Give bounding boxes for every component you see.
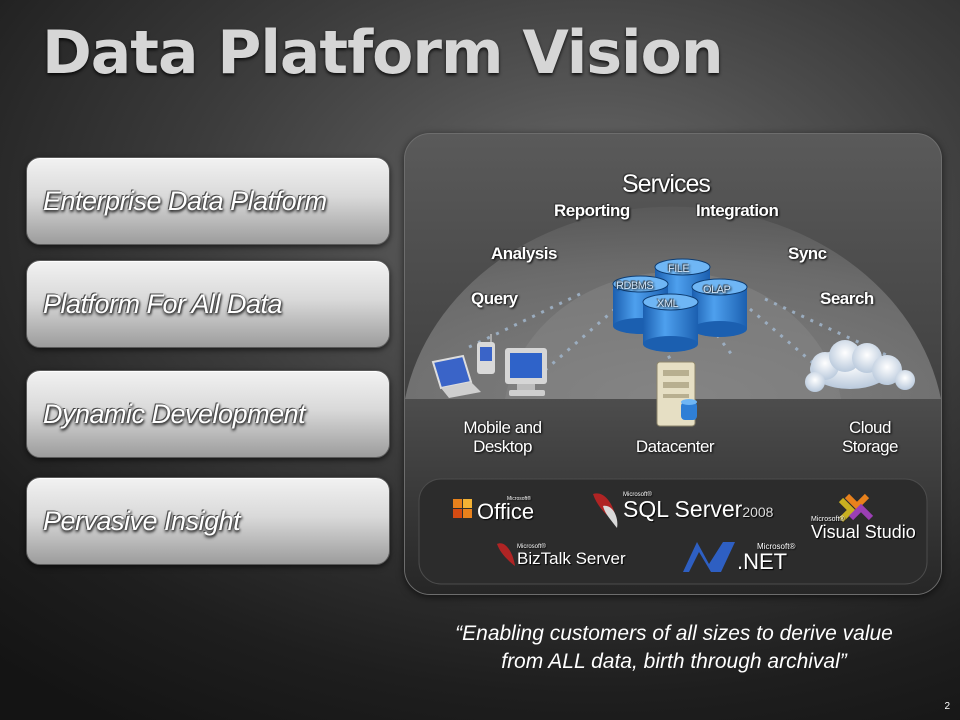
db-label-xml: XML bbox=[657, 298, 679, 310]
sql-server-logo-icon bbox=[593, 493, 618, 528]
connector-lines bbox=[464, 292, 896, 381]
desktop-computer-icon bbox=[505, 348, 547, 396]
db-label-rdbms: RDBMS bbox=[616, 280, 654, 292]
dotnet-logo-name: .NET bbox=[737, 549, 788, 574]
service-analysis: Analysis bbox=[491, 244, 557, 263]
service-reporting: Reporting bbox=[554, 201, 630, 220]
dotnet-logo: Microsoft® .NET bbox=[737, 542, 795, 575]
service-integration: Integration bbox=[696, 201, 779, 220]
office-logo-name: Office bbox=[477, 499, 535, 524]
pillar-enterprise-data-platform: Enterprise Data Platform bbox=[26, 157, 390, 245]
data-platform-diagram: Services Reporting Integration Analysis … bbox=[404, 133, 942, 595]
office-logo: Microsoft® Office bbox=[477, 496, 534, 525]
services-title: Services bbox=[622, 170, 711, 198]
location-cloud-storage: Cloud Storage bbox=[825, 418, 915, 456]
pillar-dynamic-development: Dynamic Development bbox=[26, 370, 390, 458]
pillar-label: Dynamic Development bbox=[43, 398, 306, 429]
vs-logo-name: Visual Studio bbox=[811, 522, 916, 542]
office-logo-icon bbox=[453, 499, 472, 518]
location-cloud-line2: Storage bbox=[841, 437, 899, 456]
pillar-label: Platform For All Data bbox=[43, 288, 283, 319]
biztalk-logo-name: BizTalk Server bbox=[517, 549, 626, 568]
vs-logo-small: Microsoft® bbox=[811, 516, 845, 523]
laptop-icon bbox=[431, 354, 481, 398]
pillar-label: Enterprise Data Platform bbox=[43, 185, 327, 216]
sql-logo-name: SQL Server bbox=[623, 496, 743, 522]
slide-title: Data Platform Vision bbox=[42, 18, 724, 88]
quote-line-1: “Enabling customers of all sizes to deri… bbox=[455, 622, 893, 645]
location-mobile-line2: Desktop bbox=[473, 437, 532, 456]
visual-studio-logo: Microsoft® Visual Studio bbox=[811, 516, 916, 543]
biztalk-logo-small: Microsoft® bbox=[517, 544, 546, 550]
biztalk-logo: Microsoft® BizTalk Server bbox=[517, 544, 626, 569]
database-cluster-icon bbox=[612, 258, 748, 352]
db-label-olap: OLAP bbox=[703, 284, 731, 296]
office-logo-small: Microsoft® bbox=[507, 496, 531, 502]
service-search: Search bbox=[820, 289, 874, 308]
visual-studio-logo-icon bbox=[838, 493, 874, 523]
location-datacenter: Datacenter bbox=[635, 437, 715, 456]
location-mobile-desktop: Mobile and Desktop bbox=[445, 418, 560, 456]
sql-logo-version: 2008 bbox=[742, 504, 774, 520]
location-cloud-line1: Cloud bbox=[849, 418, 891, 437]
pillar-label: Pervasive Insight bbox=[43, 505, 241, 536]
dotnet-logo-icon bbox=[683, 542, 735, 572]
server-icon bbox=[656, 361, 697, 427]
biztalk-logo-icon bbox=[497, 543, 515, 566]
location-mobile-line1: Mobile and bbox=[463, 418, 542, 437]
diagram-graphics bbox=[405, 206, 941, 594]
pillar-pervasive-insight: Pervasive Insight bbox=[26, 477, 390, 565]
dotnet-logo-small: Microsoft® bbox=[757, 542, 796, 551]
cloud-icon bbox=[805, 340, 915, 392]
quote-line-2: from ALL data, birth through archival” bbox=[501, 650, 847, 673]
pda-icon bbox=[477, 334, 495, 374]
db-label-file: FILE bbox=[668, 263, 690, 275]
service-sync: Sync bbox=[788, 244, 827, 263]
page-number: 2 bbox=[944, 701, 950, 712]
sql-logo-small: Microsoft® bbox=[623, 492, 652, 498]
pillar-platform-for-all-data: Platform For All Data bbox=[26, 260, 390, 348]
sql-server-logo: Microsoft® SQL Server2008 bbox=[623, 492, 773, 523]
service-query: Query bbox=[471, 289, 518, 308]
vision-quote: “Enabling customers of all sizes to deri… bbox=[404, 620, 944, 676]
